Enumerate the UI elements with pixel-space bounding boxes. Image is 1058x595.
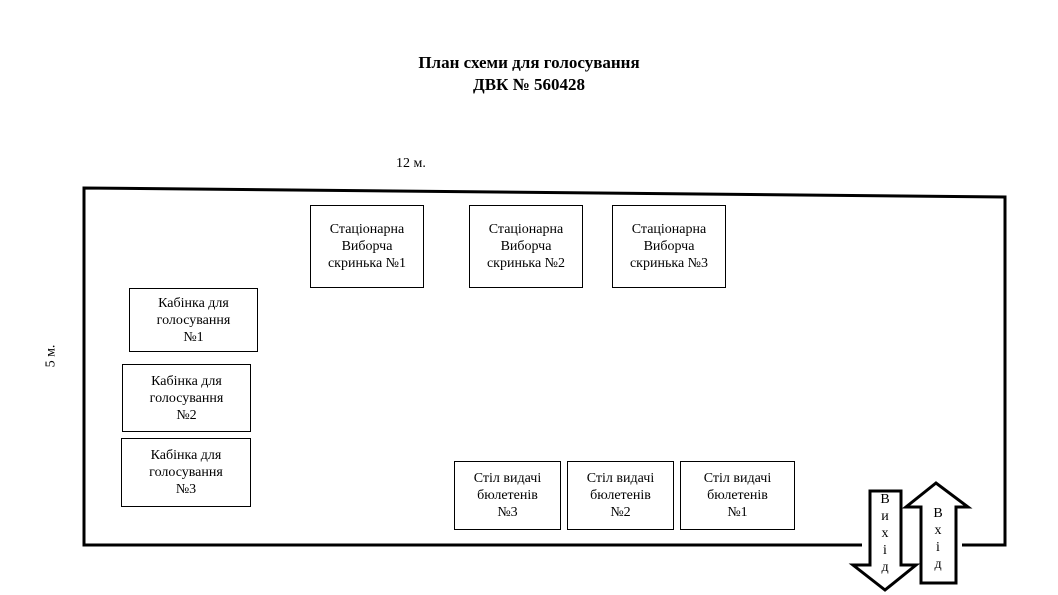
exit-arrow-icon [848, 489, 921, 592]
width-label: 12 м. [396, 156, 426, 171]
plan-title: План схеми для голосування [418, 53, 640, 72]
commission-id: ДВК № 560428 [473, 75, 585, 94]
entrance-arrow-icon [901, 481, 973, 585]
room-walls [82, 186, 1007, 547]
